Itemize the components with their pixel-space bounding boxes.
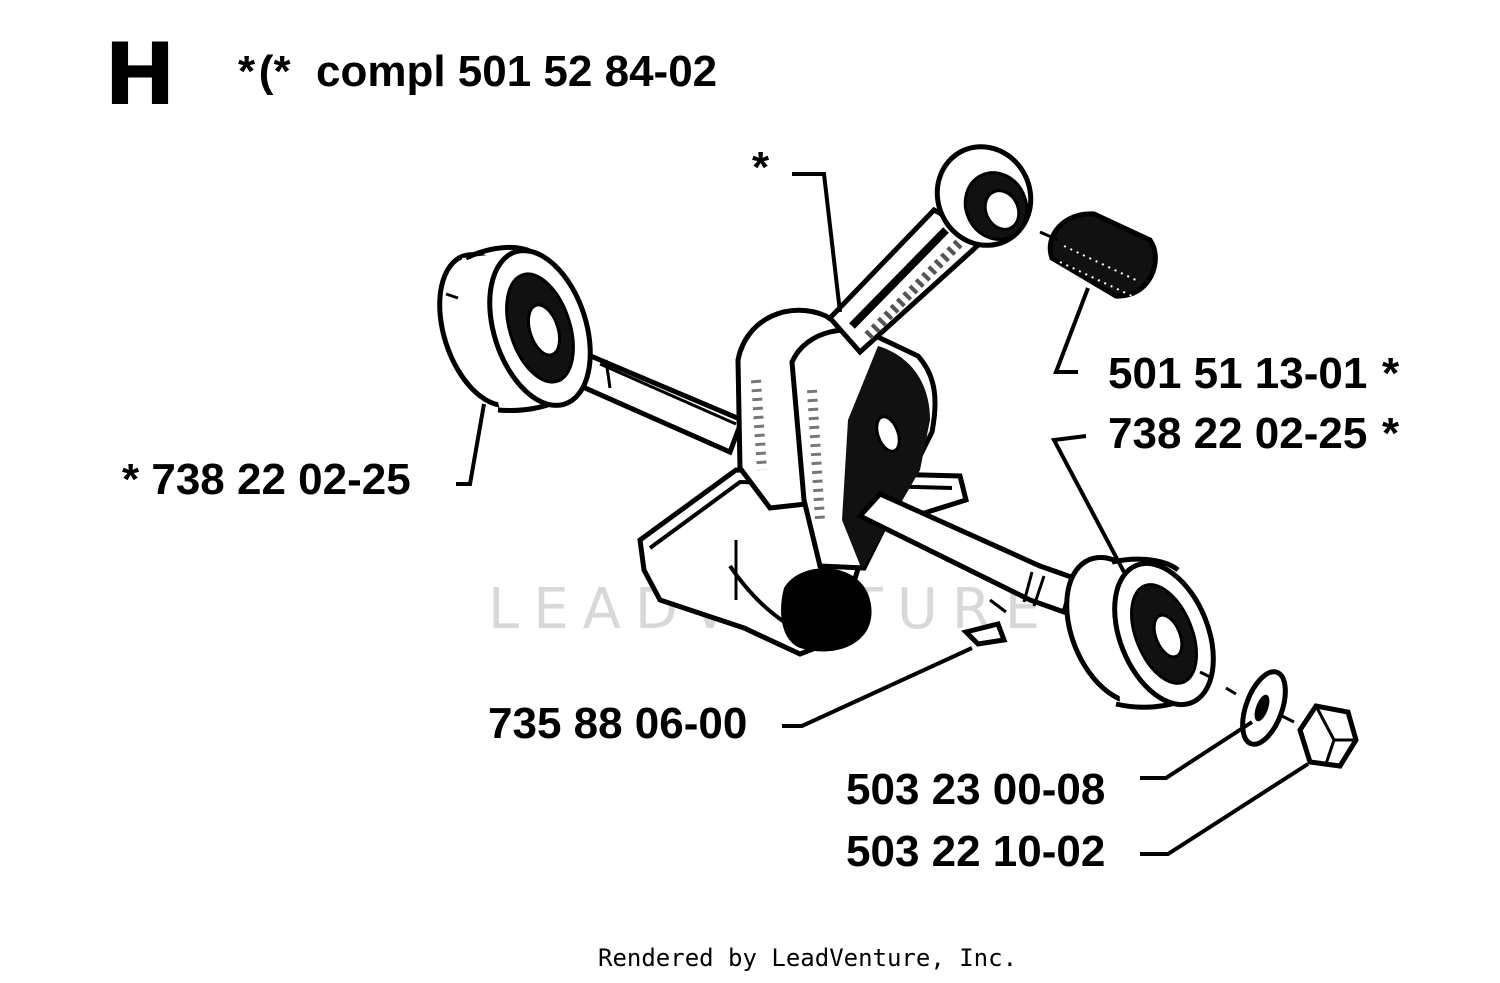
nut-part-number: 503 22 10-02 [846, 827, 1105, 876]
left-ball-bearing [437, 244, 593, 413]
nut [1281, 703, 1359, 769]
woodruff-key [961, 621, 1008, 647]
crankshaft-assembly [437, 144, 1359, 769]
right-bearing-part-number: 738 22 02-25 [1108, 409, 1367, 458]
conrod-star-label: * [752, 143, 770, 192]
left-bearing-leader [456, 403, 486, 486]
assembly-marker: * (* [238, 47, 291, 96]
needle-bearing-part-number: 501 51 13-01 [1108, 349, 1367, 398]
needle-bearing-star: * [1382, 349, 1400, 398]
connecting-rod [826, 144, 1034, 356]
footer-credit: Rendered by LeadVenture, Inc. [598, 944, 1017, 972]
section-letter: H [104, 25, 176, 125]
key-leader [782, 646, 973, 728]
assembly-part-number: compl 501 52 84-02 [316, 47, 717, 96]
key-part-number: 735 88 06-00 [488, 699, 747, 748]
leader-lines [456, 172, 1310, 856]
conrod-leader [792, 172, 842, 313]
needle-bearing [1039, 211, 1158, 299]
washer-leader [1140, 720, 1254, 780]
right-bearing-leader [1050, 434, 1126, 573]
washer-part-number: 503 23 00-08 [846, 765, 1105, 814]
left-bearing-part-number: * 738 22 02-25 [122, 455, 411, 504]
right-bearing-star: * [1382, 409, 1400, 458]
crank-webs [735, 307, 938, 571]
right-ball-bearing [1064, 554, 1216, 710]
nut-leader [1140, 762, 1310, 856]
washer [1225, 669, 1288, 747]
needle-bearing-leader [1053, 287, 1090, 374]
